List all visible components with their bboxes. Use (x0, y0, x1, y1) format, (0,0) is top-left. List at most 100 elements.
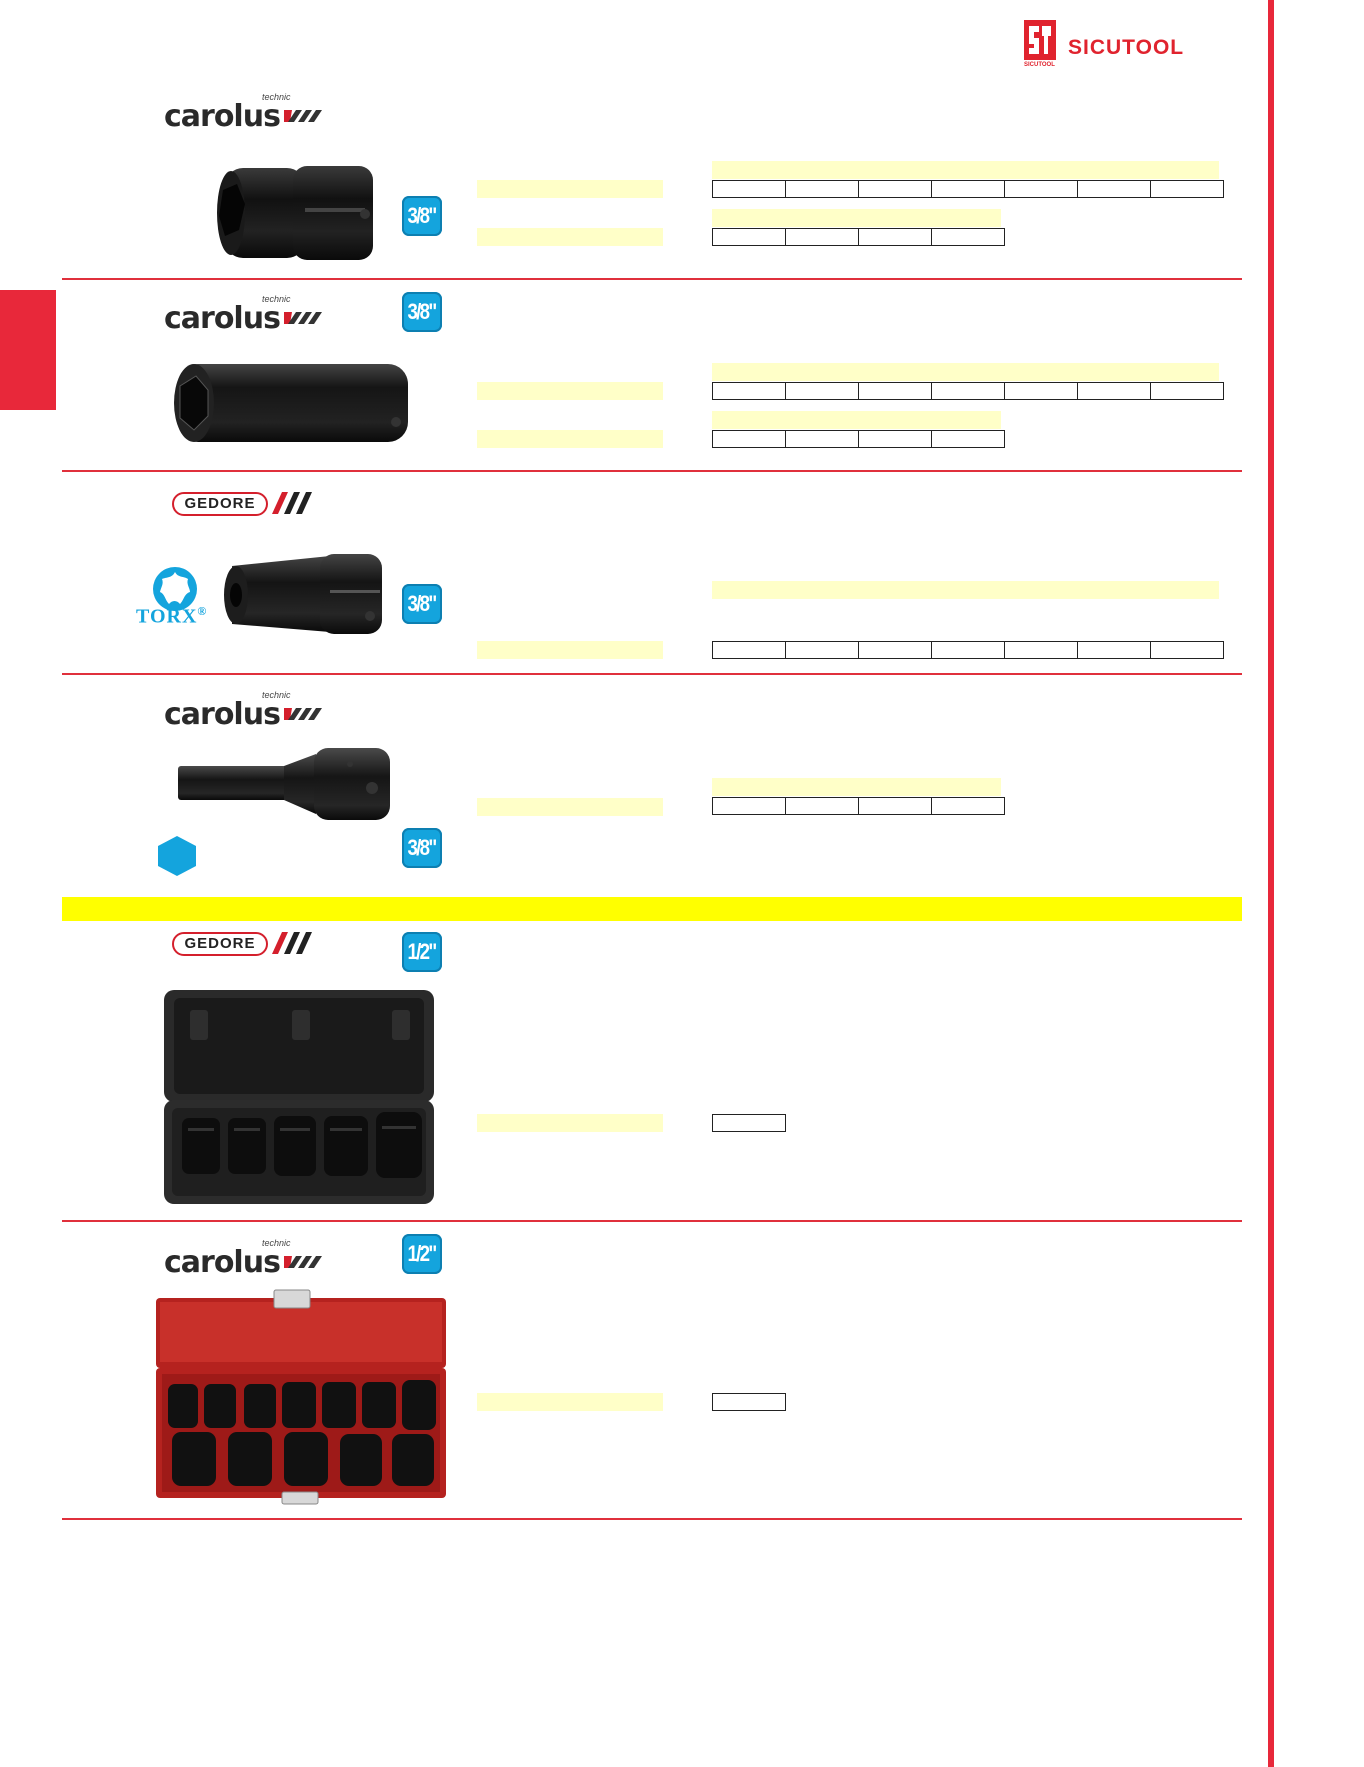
size-header-bar (712, 411, 1001, 429)
drive-size-badge: 3/8" (402, 584, 442, 624)
size-cell (931, 641, 1005, 659)
section-divider (62, 1220, 1242, 1222)
size-cell (785, 382, 859, 400)
carolus-technic: technic (262, 690, 291, 700)
drive-size-text: 3/8" (407, 591, 438, 616)
size-cell (785, 797, 859, 815)
gedore-logo: GEDORE (172, 490, 322, 518)
size-cell (931, 430, 1005, 448)
torx-text: TORX (136, 605, 198, 628)
brand-name: SICUTOOL (1068, 36, 1185, 59)
deep-impact-socket-image (174, 364, 408, 442)
size-cell (1077, 180, 1151, 198)
gedore-text: GEDORE (184, 935, 256, 952)
size-cell (712, 180, 786, 198)
drive-size-badge: 3/8" (402, 196, 442, 236)
label-bar (477, 430, 663, 448)
sicutool-logo-icon (1024, 20, 1056, 60)
drive-size-badge: 1/2" (402, 1234, 442, 1274)
label-bar (477, 228, 663, 246)
size-cells-row (712, 1114, 786, 1132)
size-cells-row (712, 228, 1005, 246)
size-cells-row (712, 382, 1224, 400)
size-cells-row (712, 1393, 786, 1411)
size-cell (931, 382, 1005, 400)
size-cell (785, 228, 859, 246)
size-cell (712, 1114, 786, 1132)
carolus-word: carolus (164, 1245, 281, 1280)
carolus-technic: technic (262, 294, 291, 304)
size-cell (1077, 641, 1151, 659)
label-bar (477, 1393, 663, 1411)
torx-label: TORX® (136, 604, 207, 629)
gedore-pill: GEDORE (172, 932, 268, 956)
size-cells-row (712, 430, 1005, 448)
label-bar (477, 382, 663, 400)
label-bar (477, 798, 663, 816)
drive-size-badge: 3/8" (402, 292, 442, 332)
size-cell (712, 1393, 786, 1411)
size-cell (1150, 180, 1224, 198)
size-cell (712, 430, 786, 448)
size-cells-row (712, 797, 1005, 815)
section-divider-yellow (62, 897, 1242, 921)
section-divider (62, 470, 1242, 472)
size-cell (785, 641, 859, 659)
carolus-technic: technic (262, 1238, 291, 1248)
size-cell (712, 228, 786, 246)
size-cell (1077, 382, 1151, 400)
section-divider (62, 278, 1242, 280)
carolus-slashes-icon (284, 1256, 322, 1268)
size-cell (1004, 382, 1078, 400)
size-cell (712, 797, 786, 815)
size-header-bar (712, 209, 1001, 227)
size-cell (785, 430, 859, 448)
gedore-text: GEDORE (184, 495, 256, 512)
size-cell (712, 641, 786, 659)
drive-size-badge: 1/2" (402, 932, 442, 972)
size-cell (858, 641, 932, 659)
gedore-socket-set-case-image (164, 990, 434, 1204)
carolus-slashes-icon (284, 708, 322, 720)
size-cell (858, 228, 932, 246)
carolus-technic: technic (262, 92, 291, 102)
size-cells-row (712, 180, 1224, 198)
size-cell (858, 430, 932, 448)
label-bar (477, 180, 663, 198)
carolus-logo: technic carolus (164, 294, 334, 338)
size-cell (858, 797, 932, 815)
drive-size-text: 3/8" (407, 835, 438, 860)
gedore-slashes-icon (272, 932, 312, 954)
drive-size-text: 1/2" (407, 939, 438, 964)
brand-sub: SICUTOOL (1024, 62, 1055, 68)
size-cell (1004, 180, 1078, 198)
size-cell (858, 382, 932, 400)
carolus-logo: technic carolus (164, 690, 334, 734)
torx-impact-socket-image (224, 554, 382, 634)
section-tab (0, 290, 56, 410)
right-accent-bar (1268, 0, 1274, 1767)
carolus-slashes-icon (284, 110, 322, 122)
carolus-word: carolus (164, 301, 281, 336)
torx-reg: ® (197, 604, 208, 618)
hex-bit-socket-image (178, 748, 390, 820)
size-cell (1004, 641, 1078, 659)
size-cells-row (712, 641, 1224, 659)
carolus-logo: technic carolus (164, 1238, 334, 1282)
size-cell (931, 228, 1005, 246)
size-cell (712, 382, 786, 400)
drive-size-text: 3/8" (407, 299, 438, 324)
size-cell (1150, 641, 1224, 659)
drive-size-text: 3/8" (407, 203, 438, 228)
label-bar (477, 641, 663, 659)
section-divider (62, 673, 1242, 675)
hexagon-icon (158, 836, 196, 876)
gedore-logo: GEDORE (172, 930, 322, 958)
size-header-bar (712, 778, 1001, 796)
size-header-bar (712, 581, 1219, 599)
impact-socket-image (217, 166, 373, 260)
gedore-pill: GEDORE (172, 492, 268, 516)
label-bar (477, 1114, 663, 1132)
size-cell (858, 180, 932, 198)
torx-icon (153, 567, 197, 611)
